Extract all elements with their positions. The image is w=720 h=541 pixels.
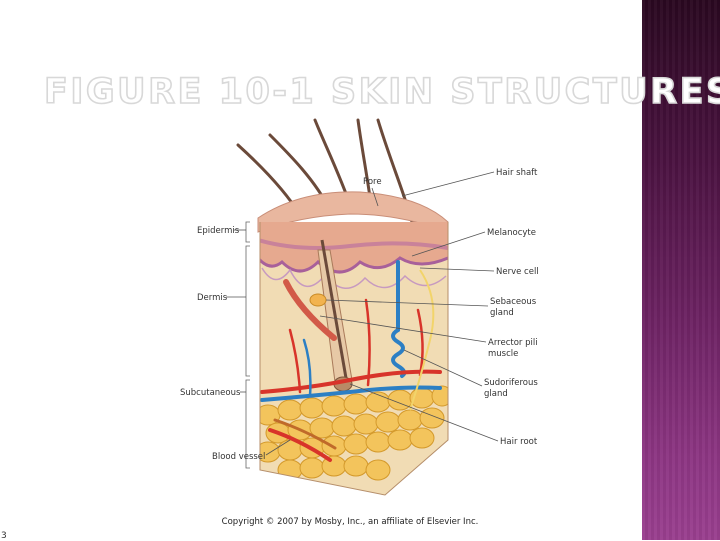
- decorative-side-bar: [642, 0, 720, 540]
- label-pore: Pore: [363, 177, 382, 187]
- label-hair-root: Hair root: [500, 437, 538, 447]
- sweat-gland-shape: [391, 260, 407, 378]
- label-subcutaneous: Subcutaneous: [180, 388, 241, 398]
- copyright-notice: Copyright © 2007 by Mosby, Inc., an affi…: [221, 517, 479, 527]
- sebaceous-gland-shape: [309, 293, 327, 307]
- blood-vessels: [260, 298, 442, 462]
- label-arrector-pili-line2: muscle: [488, 349, 518, 359]
- label-sebaceous-line2: gland: [490, 308, 514, 318]
- label-sudoriferous-line2: gland: [484, 389, 508, 399]
- nerve-fiber: [409, 269, 435, 411]
- layer-brackets: [245, 221, 250, 469]
- label-sebaceous-line1: Sebaceous: [490, 297, 537, 307]
- page-number: 3: [1, 531, 7, 541]
- label-epidermis: Epidermis: [197, 226, 240, 236]
- skin-structure-diagram: Epidermis Dermis Subcutaneous Blood vess…: [180, 118, 539, 496]
- label-hair-shaft: Hair shaft: [496, 168, 538, 178]
- arrector-pili-shape: [283, 279, 337, 341]
- label-arrector-pili-line1: Arrector pili: [488, 338, 538, 348]
- label-dermis: Dermis: [197, 293, 228, 303]
- label-blood-vessel: Blood vessel: [212, 452, 265, 462]
- label-melanocyte: Melanocyte: [487, 228, 536, 238]
- label-sudoriferous-line1: Sudoriferous: [484, 378, 538, 388]
- label-nerve-cell: Nerve cell: [496, 267, 539, 277]
